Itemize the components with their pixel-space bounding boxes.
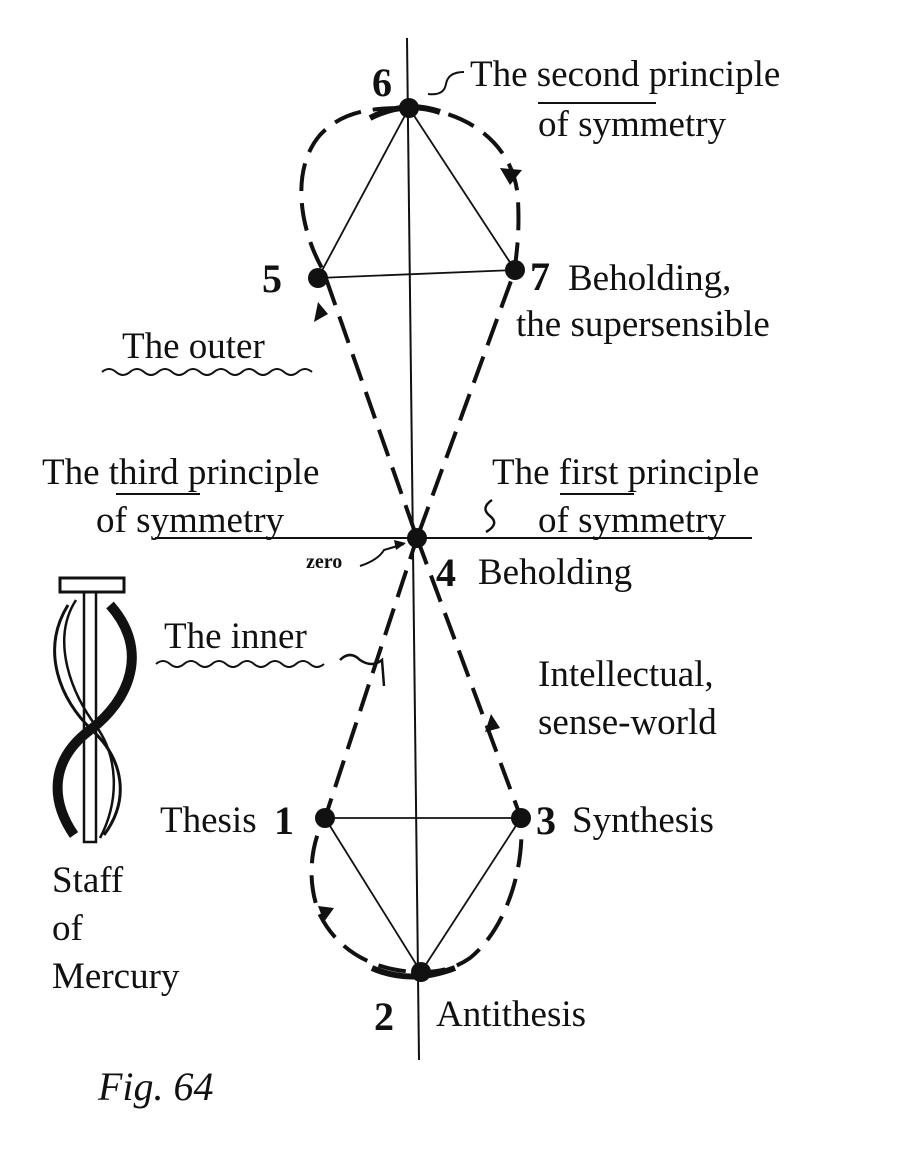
label-staff-line2: of <box>52 908 84 949</box>
node-dot-1 <box>315 808 335 828</box>
pointer-squiggle-6 <box>427 71 465 96</box>
arrow-upper-right <box>500 168 522 185</box>
arrow-left-up <box>314 302 328 322</box>
zero-pointer-head <box>394 540 406 550</box>
node-number-4: 4 <box>436 550 456 595</box>
label-synthesis: Synthesis <box>572 800 714 841</box>
figure-caption: Fig. 64 <box>97 1064 214 1109</box>
zero-pointer <box>359 543 405 567</box>
label-intellectual-line2: sense-world <box>538 702 717 743</box>
label-staff-line3: Mercury <box>52 956 180 997</box>
staff-crossbar <box>58 576 126 594</box>
node-dot-2 <box>411 962 431 982</box>
node-dot-3 <box>511 808 531 828</box>
label-thesis: Thesis <box>160 800 257 841</box>
squiggle-inner <box>339 653 386 687</box>
label-first-principle-line2: of symmetry <box>538 500 727 541</box>
label-antithesis: Antithesis <box>436 994 586 1035</box>
label-third-principle-line1: The third principle <box>42 452 319 493</box>
label-second-principle-line1: The second principle <box>470 54 780 95</box>
direction-arrows <box>314 168 522 922</box>
node-number-2: 2 <box>374 994 394 1039</box>
node-number-3: 3 <box>536 798 556 843</box>
staff-rod <box>82 590 98 844</box>
node-dot-7 <box>505 260 525 280</box>
label-the-outer: The outer <box>122 326 265 367</box>
label-second-principle-line2: of symmetry <box>538 104 727 145</box>
node-dot-5 <box>308 268 328 288</box>
squiggle-first-principle <box>484 498 496 534</box>
staff-serpent-thin2 <box>63 599 115 839</box>
label-beholding-4: Beholding <box>478 552 632 593</box>
label-zero: zero <box>306 551 342 573</box>
label-intellectual-line1: Intellectual, <box>538 654 714 695</box>
node-dots <box>308 98 531 982</box>
node-number-6: 6 <box>372 60 392 105</box>
label-beholding-supersensible-line1: Beholding, <box>568 258 731 299</box>
node-dot-4 <box>407 528 427 548</box>
upper-triangle <box>317 107 516 279</box>
wavy-underline-inner <box>155 660 325 668</box>
lower-triangle <box>324 817 522 973</box>
staff-of-mercury-icon <box>52 576 137 844</box>
label-staff-line1: Staff <box>52 860 124 901</box>
label-beholding-supersensible-line2: the supersensible <box>516 304 770 345</box>
label-first-principle-line1: The first principle <box>492 452 759 493</box>
staff-serpent-thin <box>53 604 122 836</box>
arrow-lower-left <box>318 906 334 922</box>
node-dot-6 <box>399 98 419 118</box>
node-number-5: 5 <box>262 256 282 301</box>
label-the-inner: The inner <box>164 616 307 657</box>
node-number-1: 1 <box>274 798 294 843</box>
arrow-right-up <box>485 714 500 732</box>
wavy-underline-outer <box>101 368 313 376</box>
label-third-principle-line2: of symmetry <box>96 500 285 541</box>
node-number-7: 7 <box>530 254 550 299</box>
